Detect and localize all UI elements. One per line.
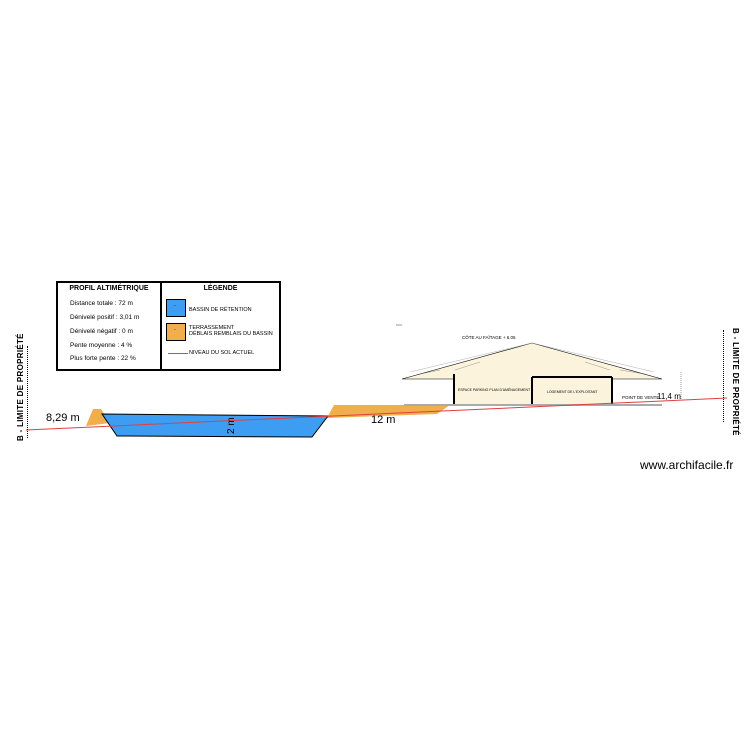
max-slope-stat: Plus forte pente : 22 %	[70, 355, 136, 362]
basin-swatch: -	[166, 299, 186, 317]
building-section	[396, 324, 682, 406]
watermark: www.archifacile.fr	[640, 458, 734, 472]
legend-title: LÉGENDE	[203, 285, 238, 292]
earthwork-swatch: -	[166, 323, 186, 341]
earthwork-legend-label-2: DÉBLAIS REMBLAIS DU BASSIN	[189, 331, 273, 337]
room-right-label: LOGEMENT DE L'EXPLOITANT	[547, 390, 598, 394]
right-distance-label: 11,4 m	[657, 392, 681, 401]
left-property-limit: B - LIMITE DE PROPRIÉTÉ	[16, 333, 25, 441]
ridge-height-label: CÔTE AU FAÎTAGE + 6.05	[462, 334, 516, 340]
negative-elevation-stat: Dénivelé négatif : 0 m	[70, 328, 133, 335]
depth-label: 2 m	[226, 417, 237, 434]
sale-point-label: POINT DE VENTE	[622, 395, 659, 400]
left-limit-dotted-line	[27, 346, 28, 438]
average-slope-stat: Pente moyenne : 4 %	[70, 342, 133, 349]
ground-level-line	[25, 397, 728, 431]
middle-distance-label: 12 m	[371, 414, 395, 426]
ground-level-swatch	[168, 353, 188, 354]
basin-legend-label: BASSIN DE RÉTENTION	[189, 307, 252, 313]
elevation-profile-panel: PROFIL ALTIMÉTRIQUE Distance totale : 72…	[56, 281, 162, 371]
right-limit-dotted-line	[723, 330, 724, 422]
total-distance-stat: Distance totale : 72 m	[70, 300, 133, 307]
ground-level-legend-label: NIVEAU DU SOL ACTUEL	[189, 350, 255, 356]
earthwork-left-bank	[86, 409, 110, 426]
profile-title: PROFIL ALTIMÉTRIQUE	[69, 285, 149, 292]
legend-panel: LÉGENDE - BASSIN DE RÉTENTION - TERRASSE…	[160, 281, 281, 371]
earthwork-legend-label-1: TERRASSEMENT	[189, 325, 235, 331]
retention-basin	[101, 413, 330, 438]
building-roof	[401, 342, 663, 380]
left-distance-label: 8,29 m	[46, 412, 80, 424]
right-property-limit: B - LIMITE DE PROPRIÉTÉ	[731, 328, 740, 436]
room-left-label: ESPACE PARKING PLAN D'AMÉNAGEMENT	[458, 387, 531, 392]
positive-elevation-stat: Dénivelé positif : 3,01 m	[70, 314, 140, 321]
